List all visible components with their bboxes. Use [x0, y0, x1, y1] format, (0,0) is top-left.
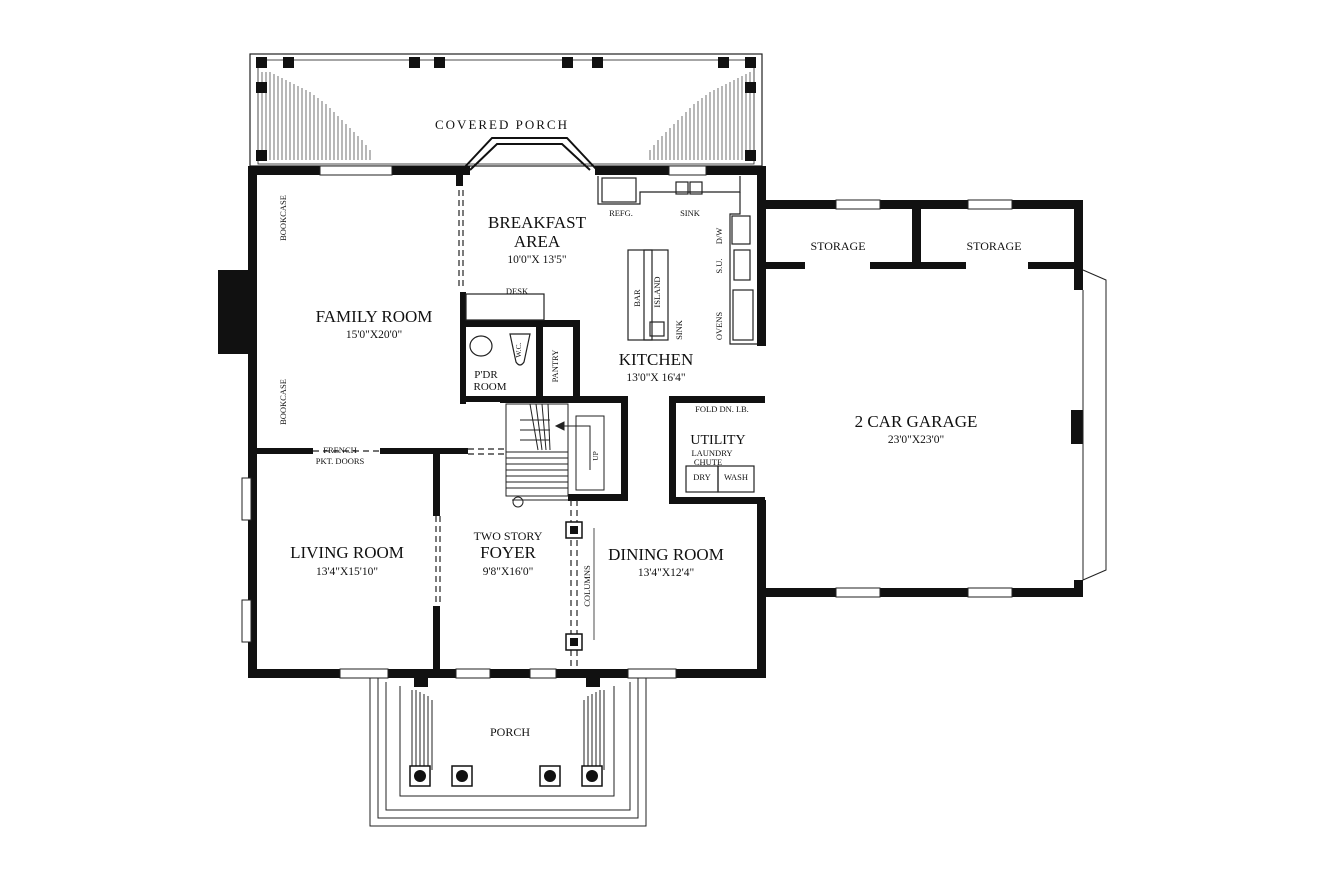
kitchen-label: KITCHEN — [619, 350, 694, 369]
desk-label: DESK — [506, 286, 529, 296]
bookcase-bottom-label: BOOKCASE — [278, 379, 288, 425]
utility-label: UTILITY — [690, 433, 745, 448]
storage-right-label: STORAGE — [966, 239, 1021, 253]
garage-door — [1082, 269, 1107, 581]
breakfast-label-line2: AREA — [514, 232, 561, 251]
columns — [565, 521, 595, 651]
garage-windows — [835, 199, 1013, 598]
french-doors-label-line2: PKT. DOORS — [316, 456, 365, 466]
kitchen-fixtures — [465, 176, 757, 493]
front-porch — [369, 678, 647, 827]
dining-room-label: DINING ROOM — [608, 545, 724, 564]
kitchen-dimensions: 13'0"X 16'4" — [626, 372, 685, 384]
powder-room-label-line2: ROOM — [473, 381, 506, 393]
interior-walls — [257, 166, 765, 676]
garage-label: 2 CAR GARAGE — [855, 412, 978, 431]
dryer-label: DRY — [693, 472, 710, 482]
porch-label: PORCH — [490, 725, 530, 739]
covered-porch-label: COVERED PORCH — [435, 117, 569, 132]
foyer-label-line1: TWO STORY — [474, 529, 543, 543]
ovens-label: OVENS — [714, 312, 724, 341]
bookcase-top-label: BOOKCASE — [278, 195, 288, 241]
exterior-walls — [218, 166, 766, 678]
bar-label: BAR — [632, 289, 642, 307]
columns-label: COLUMNS — [582, 565, 592, 607]
fold-label: FOLD DN. I.B. — [695, 404, 749, 414]
powder-room-label-line1: P'DR — [474, 369, 498, 381]
dining-room-dimensions: 13'4"X12'4" — [638, 567, 694, 579]
garage-walls — [757, 200, 1083, 597]
stair-up-label: UP — [591, 451, 600, 461]
laundry-chute-label-line2: CHUTE — [694, 457, 722, 467]
wc-label: W.C. — [514, 342, 523, 357]
island-sink-label: SINK — [674, 319, 684, 340]
family-room-dimensions: 15'0"X20'0" — [346, 329, 402, 341]
storage-left-label: STORAGE — [810, 239, 865, 253]
family-room-label: FAMILY ROOM — [316, 307, 433, 326]
sink-label: SINK — [680, 208, 701, 218]
bay-window — [461, 137, 598, 171]
windows — [241, 165, 707, 679]
living-room-dimensions: 13'4"X15'10" — [316, 566, 378, 578]
laundry-chute-label-line1: LAUNDRY — [691, 448, 732, 458]
storage-unit-label: S.U. — [714, 258, 724, 273]
island-label: ISLAND — [652, 276, 662, 307]
breakfast-dimensions: 10'0"X 13'5" — [507, 254, 566, 266]
garage-dimensions: 23'0"X23'0" — [888, 434, 944, 446]
foyer-dimensions: 9'8"X16'0" — [483, 566, 534, 578]
dashed-lines — [313, 190, 578, 669]
staircase — [505, 403, 605, 508]
foyer-label-line2: FOYER — [480, 543, 536, 562]
french-doors-label-line1: FRENCH — [323, 445, 357, 455]
porch-columns — [409, 678, 603, 787]
washer-label: WASH — [724, 472, 748, 482]
covered-porch — [249, 53, 763, 167]
living-room-label: LIVING ROOM — [290, 543, 404, 562]
dishwasher-label: D/W — [714, 228, 724, 245]
refrigerator-label: REFG. — [609, 208, 633, 218]
breakfast-label-line1: BREAKFAST — [488, 213, 587, 232]
pantry-label: PANTRY — [550, 350, 560, 383]
